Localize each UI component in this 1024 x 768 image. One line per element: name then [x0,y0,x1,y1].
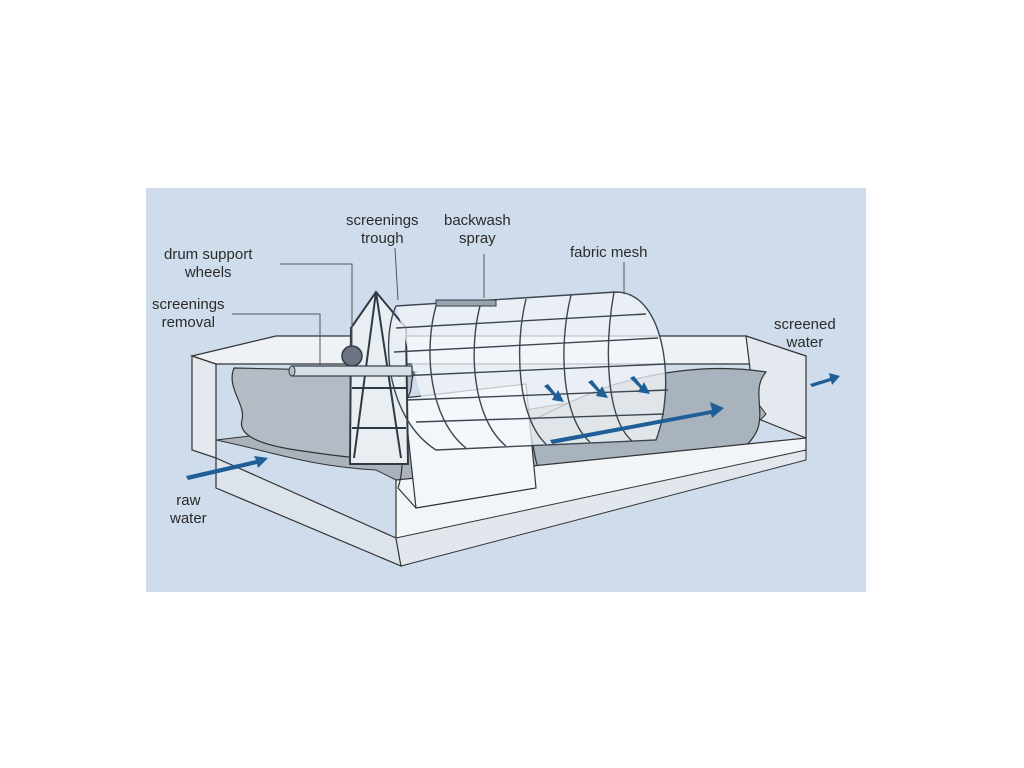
drum-screen-diagram: drum support wheels screenings removal s… [146,188,866,592]
label-screenings-trough: screenings trough [346,212,419,247]
label-backwash-spray: backwash spray [444,212,511,247]
flow-arrow-icon [186,456,268,480]
drum-support-wheel [341,345,363,367]
tank-left-wall [191,355,217,459]
tank-front-edge [395,449,807,567]
label-screened-water: screened water [774,316,836,351]
label-raw-water: raw water [170,492,207,527]
flow-arrow-icon [550,402,724,444]
label-screenings-removal: screenings removal [152,296,225,331]
leader-lines [232,247,625,366]
fabric-mesh-drum [387,291,669,451]
backwash-spray-bar [435,299,497,307]
label-fabric-mesh: fabric mesh [570,244,648,261]
screenings-removal-pipe [288,365,413,377]
tank-front-face [215,457,402,567]
diagram-drawing [186,247,840,567]
flow-arrow-icon [810,373,840,387]
label-drum-support-wheels: drum support wheels [164,246,253,281]
flow-arrow-icon [544,376,650,402]
